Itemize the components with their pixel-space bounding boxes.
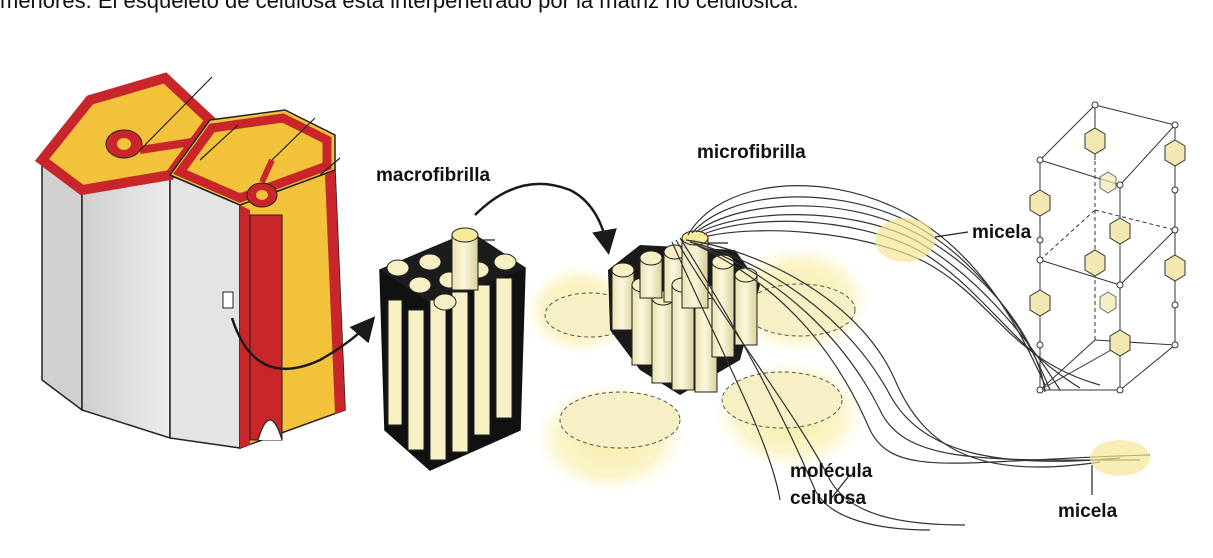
micela-bottom-region (1090, 440, 1150, 476)
label-micela-top: micela (972, 222, 1031, 244)
label-micela-bottom: micela (1058, 501, 1117, 523)
label-molecula-celulosa: molécula celulosa (790, 458, 872, 512)
cell-block (42, 77, 345, 448)
label-molecula-line1: molécula (790, 458, 872, 485)
microfibril-cluster (525, 231, 870, 493)
lattice-hexagons (1030, 128, 1185, 356)
macrofibril-block (380, 228, 525, 470)
label-molecula-line2: celulosa (790, 485, 872, 512)
label-macrofibrilla: macrofibrilla (376, 165, 490, 187)
micela-top-region (875, 218, 935, 262)
crystal-lattice (1040, 105, 1175, 390)
label-microfibrilla: microfibrilla (697, 142, 806, 164)
